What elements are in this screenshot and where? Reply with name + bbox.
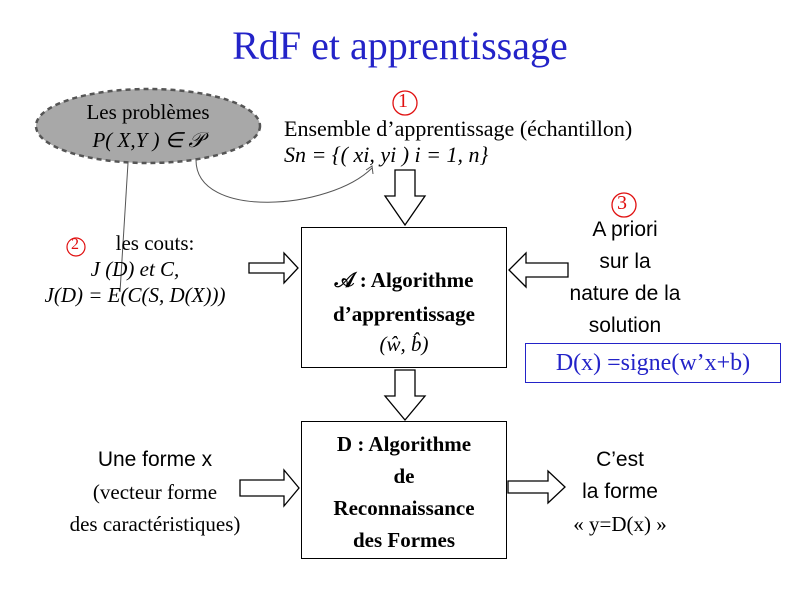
prior-line2: sur la [599,250,651,273]
costs-line3: J(D) = E(C(S, D(X))) [44,283,226,307]
algo-d-line3: Reconnaissance [333,496,475,520]
algo-a-line2: d’apprentissage [333,302,475,326]
input-form-block: Une forme x (vecteur forme des caractéri… [30,444,280,540]
output-line3: « y=D(x) » [573,512,667,536]
arrow-d-to-output [507,469,566,505]
input-line3: des caractéristiques) [69,512,241,536]
marker-3-circle [611,192,637,218]
marker-1-circle [392,90,418,116]
marker-3: 3 [617,192,627,214]
marker-2: 2 [71,236,79,253]
prior-line4: solution [588,314,662,337]
problems-label: Les problèmes P( X,Y ) ∈ 𝒫 [48,98,248,154]
costs-line1: les couts: [115,231,195,255]
prior-line1: A priori [592,218,658,241]
costs-block: les couts: J (D) et C, J(D) = E(C(S, D(X… [20,230,250,308]
decision-formula: D(x) =signe(w’x+b) [525,343,781,383]
costs-line2: J (D) et C, [90,257,180,281]
marker-1: 1 [398,90,408,112]
recognition-algorithm-box: D : Algorithme de Reconnaissance des For… [301,421,507,559]
output-block: C’est la forme « y=D(x) » [540,444,700,540]
learning-algorithm-box: 𝒜 : Algorithme d’apprentissage (ŵ, b̂) [301,227,507,368]
problems-line1: Les problèmes [86,100,210,124]
training-set-label: Ensemble d’apprentissage (échantillon) [284,116,633,141]
training-set-formula: Sn = {( xi, yi ) i = 1, n} [284,142,489,167]
arrow-a-to-d [383,369,427,422]
algo-a-line3: (ŵ, b̂) [379,332,429,356]
algo-d-line2: de [393,464,415,488]
problems-line2: P( X,Y ) ∈ 𝒫 [92,128,204,152]
input-line1: Une forme x [97,448,213,471]
curve-to-sample-head [365,165,374,175]
arrow-sample-to-a [383,169,427,227]
output-line2: la forme [582,480,658,503]
marker-2-circle [66,237,86,257]
arrow-input-to-d [239,468,300,508]
line-to-costs [119,162,129,293]
arrow-prior-to-a [508,251,569,289]
input-line2: (vecteur forme [92,480,218,504]
prior-block: A priori sur la nature de la solution [550,214,700,342]
page-title: RdF et apprentissage [232,23,568,68]
prior-line3: nature de la [569,282,681,305]
algo-d-line1: D : Algorithme [336,432,472,456]
output-line1: C’est [596,448,644,471]
curve-to-sample [195,159,373,203]
algo-a-line1: 𝒜 : Algorithme [334,268,474,292]
arrow-costs-to-a [248,251,299,285]
algo-d-line4: des Formes [352,528,456,552]
problems-ellipse [34,87,262,165]
